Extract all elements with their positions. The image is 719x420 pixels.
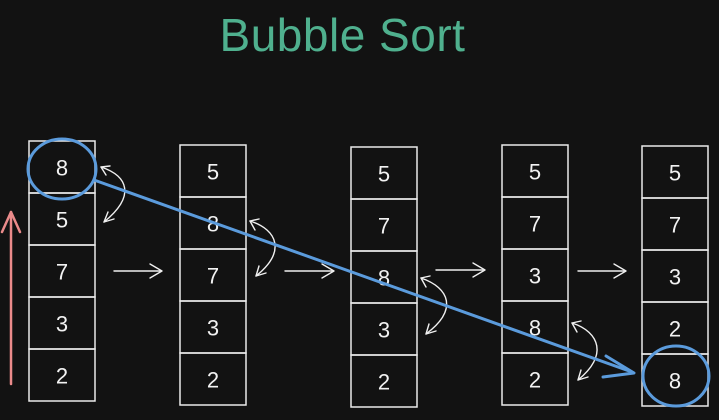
cell-value: 7 — [56, 260, 68, 285]
array-cell: 5 — [501, 144, 569, 198]
cell-value: 5 — [669, 161, 681, 186]
array-cell: 2 — [501, 352, 569, 406]
array-cell: 2 — [350, 354, 418, 408]
highlight-circle-icon — [641, 344, 711, 408]
cell-value: 3 — [207, 316, 219, 341]
next-step-arrow-icon — [113, 263, 163, 279]
cell-value: 7 — [669, 213, 681, 238]
array-cell: 5 — [179, 144, 247, 198]
cell-value: 7 — [529, 212, 541, 237]
cell-value: 3 — [529, 264, 541, 289]
highlight-arrow — [92, 178, 634, 374]
array-cell: 7 — [28, 244, 96, 298]
array-column: 8 5 7 3 2 — [28, 140, 96, 402]
cell-value: 8 — [529, 316, 541, 341]
cell-value: 2 — [378, 370, 390, 395]
cell-value: 8 — [56, 156, 68, 181]
array-cell: 2 — [179, 352, 247, 406]
array-cell: 3 — [179, 300, 247, 354]
array-cell: 7 — [501, 196, 569, 250]
array-cell: 7 — [179, 248, 247, 302]
swap-icon — [571, 320, 598, 381]
cell-value: 5 — [378, 162, 390, 187]
array-cell: 3 — [501, 248, 569, 302]
cell-value: 2 — [529, 368, 541, 393]
cell-value: 3 — [56, 312, 68, 337]
next-step-arrow-icon — [435, 262, 486, 278]
array-cell: 7 — [350, 198, 418, 252]
next-step-arrow-icon — [577, 263, 627, 279]
array-column: 5 7 3 2 8 — [641, 145, 709, 407]
cell-value: 3 — [378, 318, 390, 343]
cell-value: 2 — [207, 368, 219, 393]
cell-value: 8 — [378, 266, 390, 291]
highlight-path — [26, 137, 711, 408]
array-cell: 5 — [641, 145, 709, 199]
cell-value: 5 — [207, 160, 219, 185]
array-column: 5 7 3 8 2 — [501, 144, 569, 406]
cell-value: 2 — [56, 364, 68, 389]
cell-value: 2 — [669, 317, 681, 342]
array-cell: 7 — [641, 197, 709, 251]
up-arrow-icon — [0, 210, 22, 386]
array-cell: 3 — [641, 249, 709, 303]
swap-icon — [249, 218, 276, 277]
swap-icon — [420, 275, 448, 335]
array-cell: 2 — [28, 348, 96, 402]
array-cell: 3 — [28, 296, 96, 350]
cell-value: 5 — [529, 160, 541, 185]
cell-value: 7 — [378, 214, 390, 239]
array-cell: 3 — [350, 302, 418, 356]
array-cell: 5 — [350, 146, 418, 200]
page-title: Bubble Sort — [219, 9, 466, 61]
next-step-arrow-icon — [284, 263, 335, 279]
cell-value: 3 — [669, 265, 681, 290]
swap-icon — [100, 165, 126, 223]
array-column: 5 7 8 3 2 — [350, 146, 418, 408]
cell-value: 7 — [207, 264, 219, 289]
highlight-circle-icon — [26, 137, 98, 201]
array-cell: 8 — [350, 250, 418, 304]
cell-value: 5 — [56, 208, 68, 233]
array-cell: 5 — [28, 192, 96, 246]
cell-value: 8 — [669, 369, 681, 394]
